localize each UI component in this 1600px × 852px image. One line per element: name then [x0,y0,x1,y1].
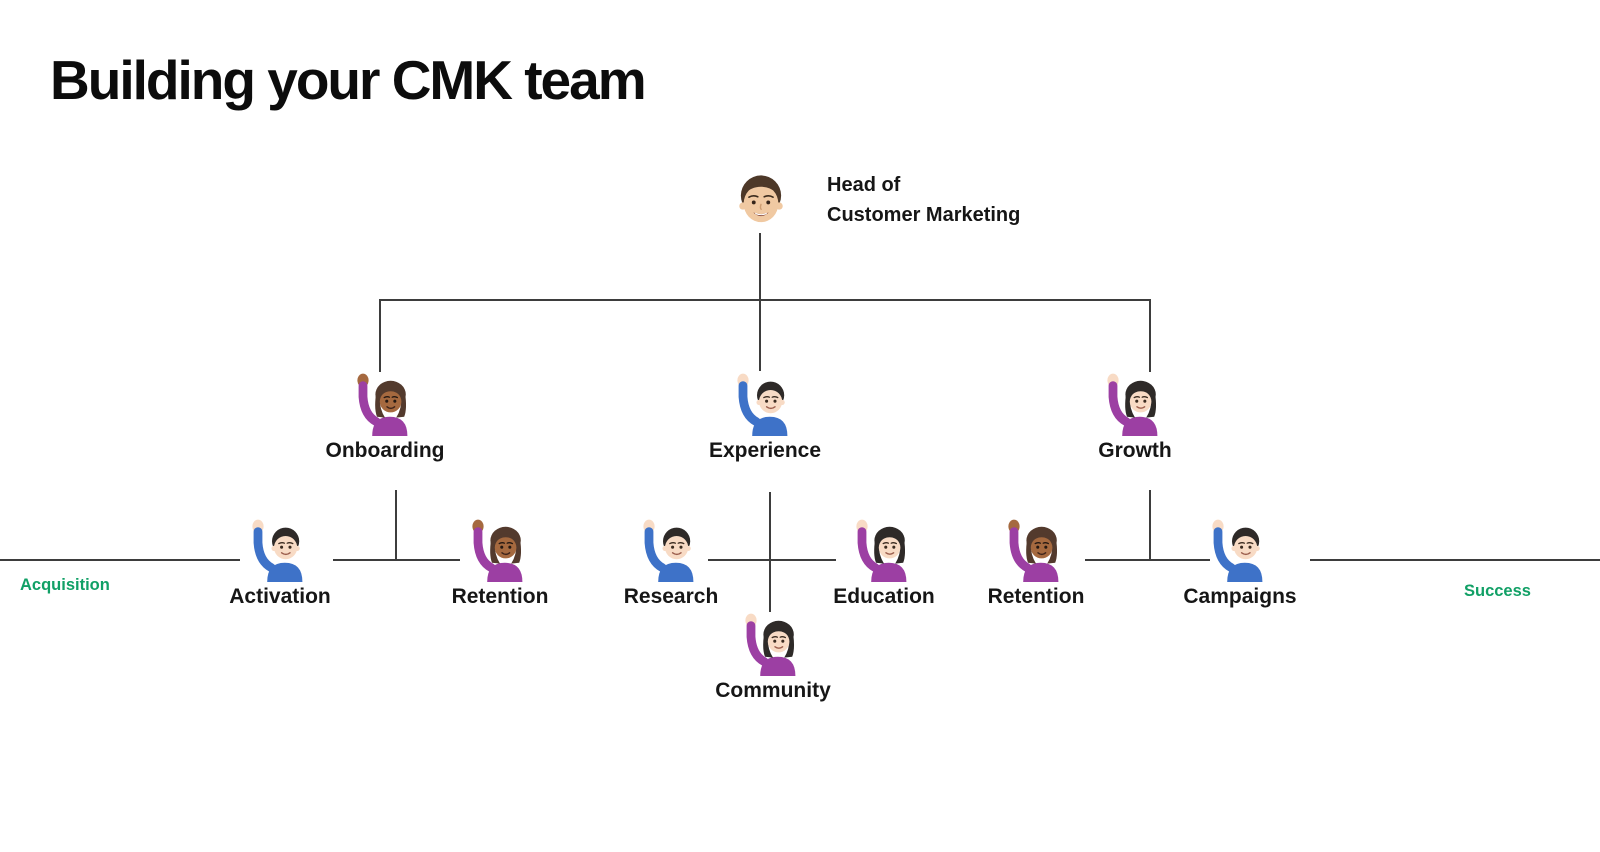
woman-raising-hand-light-emoji [1103,372,1167,436]
org-node-label: Onboarding [325,439,445,462]
axis-label-acquisition: Acquisition [20,576,110,594]
org-node-activation: Activation [205,518,355,609]
woman-raising-hand-light-emoji [852,518,916,582]
org-node-experience: Experience [690,372,840,463]
org-node-education: Education [809,518,959,609]
connector-drop-onboarding [379,299,381,372]
head-label-line2: Customer Marketing [827,204,1021,226]
man-raising-hand-light-emoji [248,518,312,582]
journey-axis-right-line [1310,559,1600,561]
org-node-label: Education [833,585,935,608]
org-node-head [732,173,790,231]
org-node-community: Community [698,612,848,703]
org-node-label: Retention [451,585,549,608]
org-node-label: Campaigns [1183,585,1297,608]
org-node-label: Experience [708,439,822,462]
connector-onboarding-stem [395,490,397,560]
man-raising-hand-light-emoji [1208,518,1272,582]
org-node-retention-growth: Retention [961,518,1111,609]
org-node-label: Community [715,679,831,702]
connector-growth-bar [1085,559,1210,561]
connector-top-bar [379,299,1151,301]
org-node-campaigns: Campaigns [1165,518,1315,609]
man-face-emoji [732,173,790,231]
page-title: Building your CMK team [50,49,647,111]
woman-raising-hand-light-emoji [741,612,805,676]
connector-onboarding-bar [333,559,460,561]
org-node-label: Retention [987,585,1085,608]
connector-root-stem [759,233,761,371]
org-node-retention-onboarding: Retention [425,518,575,609]
woman-raising-hand-medium-dark-emoji [353,372,417,436]
axis-label-success: Success [1464,582,1531,600]
org-node-label: Growth [1098,439,1172,462]
org-node-onboarding: Onboarding [310,372,460,463]
org-node-growth: Growth [1060,372,1210,463]
connector-experience-bar [708,559,836,561]
connector-experience-stem [769,492,771,612]
org-node-head-label: Head of Customer Marketing [827,170,1020,230]
connector-growth-stem [1149,490,1151,560]
connector-drop-growth [1149,299,1151,372]
woman-raising-hand-medium-dark-emoji [468,518,532,582]
org-node-label: Research [623,585,719,608]
woman-raising-hand-medium-dark-emoji [1004,518,1068,582]
journey-axis-left-line [0,559,240,561]
man-raising-hand-light-emoji [639,518,703,582]
org-node-label: Activation [229,585,331,608]
man-raising-hand-light-emoji [733,372,797,436]
head-label-line1: Head of [827,174,901,196]
org-node-research: Research [596,518,746,609]
